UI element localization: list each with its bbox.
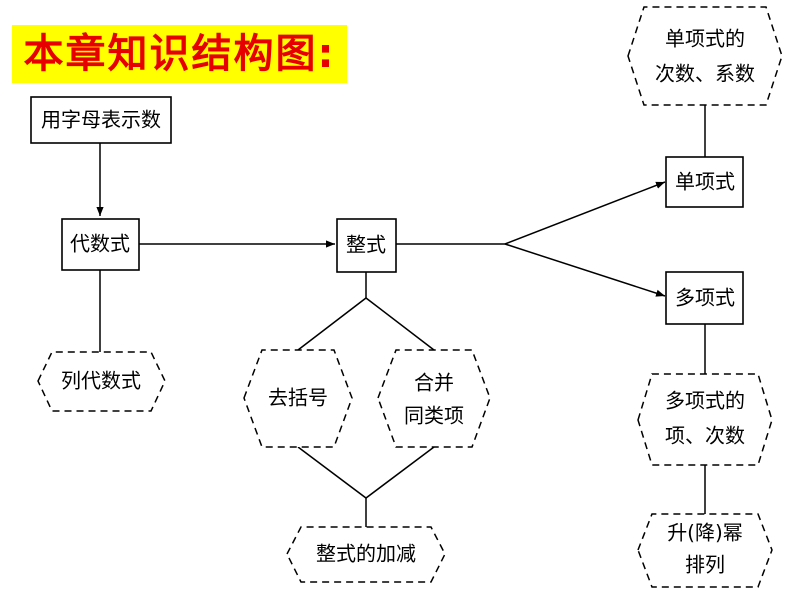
node-algebraic-label: 代数式 — [70, 232, 130, 256]
node-parentheses: 去括号 — [243, 349, 353, 448]
node-letters-label: 用字母表示数 — [41, 108, 161, 132]
node-write-expr-label: 列代数式 — [61, 369, 141, 393]
edge-polynomial-branch — [297, 297, 435, 351]
node-combine: 合并 同类项 — [377, 349, 491, 448]
node-arrange-label-1: 升(降)幂 — [667, 521, 743, 545]
edge-to-poly — [504, 243, 666, 297]
node-arrange: 升(降)幂 排列 — [637, 513, 773, 588]
node-combine-label-2: 同类项 — [404, 404, 464, 428]
node-add-subtract: 整式的加减 — [286, 526, 446, 583]
node-mono-degree-label-2: 次数、系数 — [655, 62, 755, 86]
diagram-title: 本章知识结构图: — [12, 25, 347, 83]
node-arrange-label-2: 排列 — [685, 553, 725, 577]
node-poly-terms-label-2: 项、次数 — [665, 424, 745, 448]
node-mono-degree-label-1: 单项式的 — [665, 27, 745, 51]
node-monomial: 单项式 — [665, 156, 744, 208]
node-poly-terms-label-1: 多项式的 — [665, 389, 745, 413]
node-poly-label: 多项式 — [675, 286, 735, 310]
node-polynomial-all-label: 整式 — [346, 233, 386, 257]
node-poly-terms: 多项式的 项、次数 — [637, 373, 773, 466]
node-write-expr: 列代数式 — [37, 351, 166, 412]
edge-to-monomial — [504, 181, 666, 245]
edge-merge-to-add — [297, 446, 435, 499]
node-add-subtract-label: 整式的加减 — [316, 542, 416, 566]
node-combine-label-1: 合并 — [414, 371, 454, 395]
node-parentheses-label: 去括号 — [268, 386, 328, 410]
node-poly: 多项式 — [665, 271, 744, 325]
connectors — [96, 105, 706, 527]
node-polynomial-all: 整式 — [336, 218, 397, 273]
node-mono-degree: 单项式的 次数、系数 — [627, 6, 783, 106]
node-letters: 用字母表示数 — [30, 96, 172, 144]
node-monomial-label: 单项式 — [675, 170, 735, 194]
node-algebraic: 代数式 — [61, 218, 140, 271]
